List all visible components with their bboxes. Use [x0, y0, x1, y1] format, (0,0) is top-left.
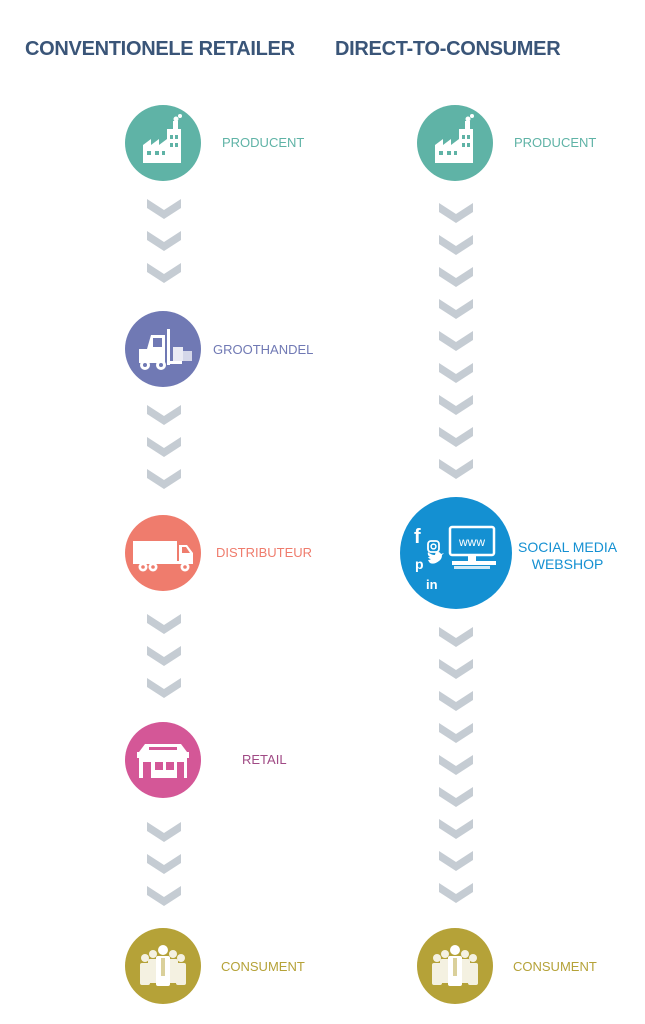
chevron-down-icon	[147, 437, 181, 457]
social-media-webshop-node: f p in www	[400, 497, 512, 609]
chevron-down-icon	[147, 263, 181, 283]
consument-node-right	[417, 928, 493, 1004]
chevron-down-icon	[439, 267, 473, 287]
factory-icon	[435, 114, 474, 163]
consument-label-left: CONSUMENT	[221, 959, 305, 974]
facebook-icon: f	[414, 526, 421, 548]
forklift-icon	[139, 329, 192, 370]
linkedin-icon: in	[426, 577, 438, 592]
chevron-down-icon	[147, 678, 181, 698]
distributeur-label: DISTRIBUTEUR	[216, 545, 313, 560]
consument-label-right: CONSUMENT	[513, 959, 597, 974]
groothandel-label: GROOTHANDEL	[213, 342, 314, 357]
chevron-down-icon	[147, 231, 181, 251]
chevron-down-icon	[147, 854, 181, 874]
social-media-webshop-label: SOCIAL MEDIA WEBSHOP	[518, 539, 617, 573]
social-media-label-line1: SOCIAL MEDIA	[518, 539, 618, 555]
chevron-down-icon	[439, 363, 473, 383]
chevron-down-icon	[439, 755, 473, 775]
webshop-label-line2: WEBSHOP	[531, 556, 604, 572]
instagram-icon	[427, 540, 440, 553]
producent-label: PRODUCENT	[222, 135, 305, 150]
chevron-down-icon	[147, 199, 181, 219]
consument-node-left	[125, 928, 201, 1004]
chevron-down-icon	[439, 331, 473, 351]
www-text: www	[458, 535, 485, 549]
social-media-webshop-icon: f p in www	[414, 525, 496, 592]
chevron-down-icon	[439, 459, 473, 479]
factory-icon	[143, 114, 182, 163]
chevron-down-icon	[147, 646, 181, 666]
chevron-down-icon	[147, 614, 181, 634]
chevron-down-icon	[439, 427, 473, 447]
chevron-down-icon	[439, 203, 473, 223]
chevron-down-icon	[147, 822, 181, 842]
column-title-conventional: CONVENTIONELE RETAILER	[25, 38, 295, 60]
chevron-down-icon	[147, 469, 181, 489]
twitter-icon	[427, 552, 444, 564]
store-icon	[137, 744, 189, 778]
distributeur-node	[125, 515, 201, 591]
producent-node	[125, 105, 201, 181]
groothandel-node	[125, 311, 201, 387]
chevron-down-icon	[439, 235, 473, 255]
chevron-down-icon	[439, 691, 473, 711]
monitor-icon	[448, 525, 496, 569]
pinterest-icon: p	[415, 556, 424, 572]
people-icon	[140, 945, 186, 986]
column-title-direct: DIRECT-TO-CONSUMER	[335, 38, 561, 60]
people-icon	[432, 945, 478, 986]
chevron-down-icon	[439, 627, 473, 647]
chevron-down-icon	[439, 723, 473, 743]
chevron-down-icon	[439, 787, 473, 807]
producent-label-right: PRODUCENT	[514, 135, 597, 150]
retail-node	[125, 722, 201, 798]
chevron-down-icon	[439, 299, 473, 319]
chevron-down-icon	[439, 395, 473, 415]
chevron-down-icon	[147, 886, 181, 906]
producent-node-right	[417, 105, 493, 181]
retail-label: RETAIL	[242, 752, 287, 767]
chevron-down-icon	[439, 883, 473, 903]
chevron-down-icon	[439, 851, 473, 871]
truck-icon	[133, 541, 193, 572]
chevron-down-icon	[439, 819, 473, 839]
chevron-down-icon	[439, 659, 473, 679]
chevron-down-icon	[147, 405, 181, 425]
